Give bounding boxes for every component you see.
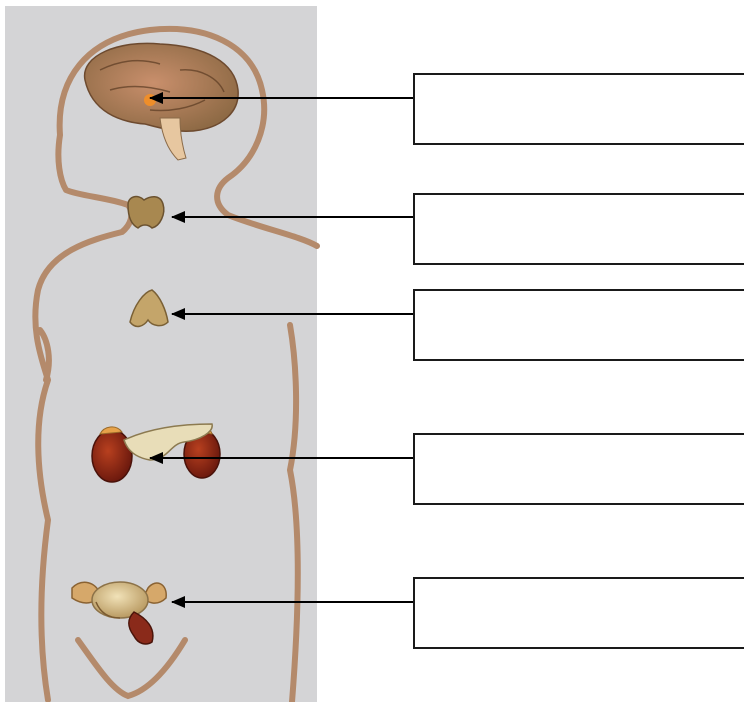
label-box-3[interactable] [413, 289, 744, 361]
label-box-4[interactable] [413, 433, 744, 505]
label-box-1[interactable] [413, 73, 744, 145]
label-box-5[interactable] [413, 577, 744, 649]
thyroid-organ [128, 197, 164, 228]
label-box-2[interactable] [413, 193, 744, 265]
